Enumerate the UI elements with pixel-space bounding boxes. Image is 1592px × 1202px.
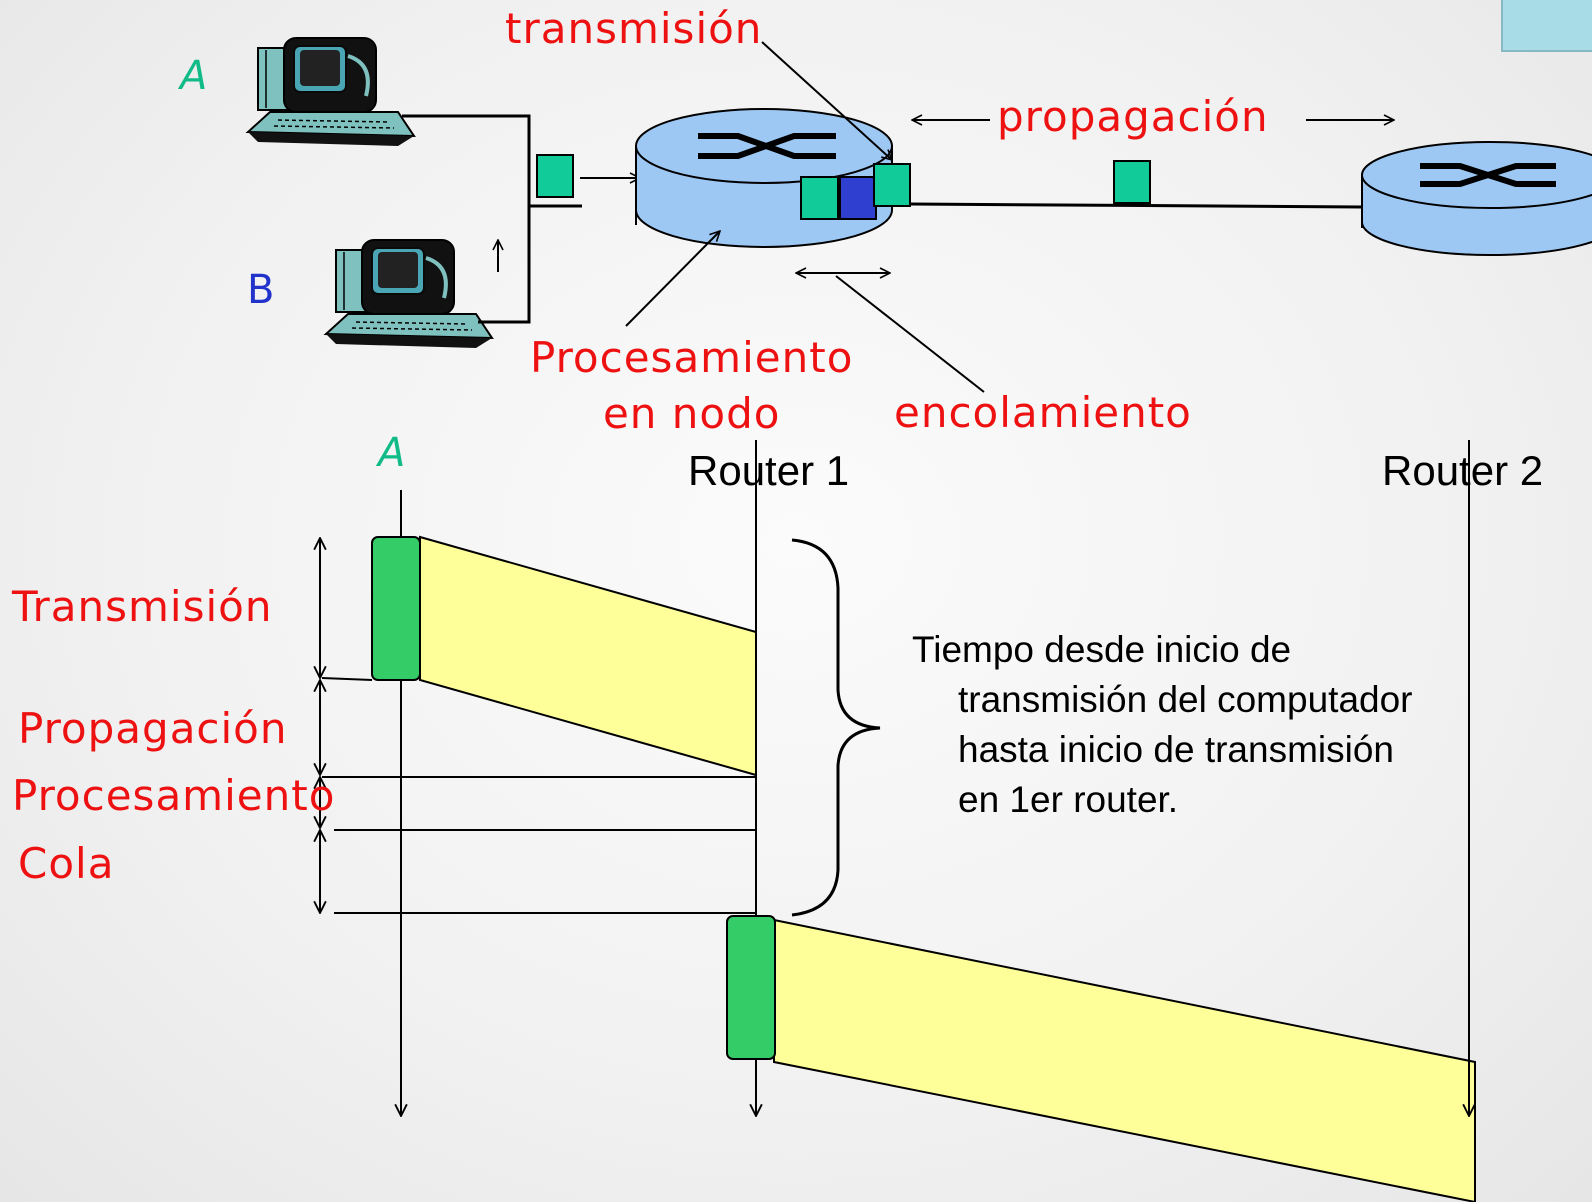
phase-markers (321, 677, 756, 914)
computer-icon (323, 239, 494, 348)
delay-note-line1: Tiempo desde inicio de (912, 629, 1292, 670)
label-transmision: transmisión (505, 4, 763, 53)
phase-cola: Cola (18, 839, 115, 888)
host-a-label: A (180, 53, 208, 99)
packet-icon (800, 176, 839, 220)
pointer-procesamiento (625, 231, 720, 327)
delay-note-line3: hasta inicio de transmisión (958, 729, 1394, 770)
label-procesamiento-line1: Procesamiento (530, 333, 854, 382)
curly-brace (791, 538, 881, 917)
lan-links (402, 114, 582, 324)
packet-transmission-r1 (726, 915, 776, 1060)
packet-icon (839, 176, 877, 220)
pointer-encolamiento (835, 275, 985, 393)
router-icon (1361, 141, 1592, 256)
packet-icon (873, 163, 911, 207)
host-b-label: B (247, 267, 275, 313)
router-icon (635, 108, 893, 248)
timeline-col-a: A (378, 430, 406, 476)
timeline-router1: Router 1 (688, 447, 850, 494)
packet-icon (1113, 160, 1151, 204)
label-procesamiento: Procesamiento en nodo (530, 330, 853, 442)
link-r1-r2 (909, 202, 1363, 209)
pointer-transmision (761, 41, 892, 160)
corner-box (1501, 0, 1592, 52)
label-propagacion: propagación (997, 92, 1269, 141)
label-encolamiento: encolamiento (894, 388, 1192, 437)
phase-transmision: Transmisión (12, 582, 273, 631)
phase-procesamiento: Procesamiento (12, 771, 336, 820)
packet-transmission-a (371, 536, 421, 681)
transmission-band-a (419, 535, 757, 777)
phase-propagacion: Propagación (18, 704, 288, 753)
computer-icon (245, 37, 416, 146)
delay-note: Tiempo desde inicio de transmisión del c… (912, 625, 1413, 825)
delay-note-line2: transmisión del computador (958, 679, 1413, 720)
transmission-band-r1 (773, 918, 1476, 1202)
timeline-router2: Router 2 (1382, 447, 1544, 494)
label-procesamiento-line2: en nodo (602, 389, 781, 438)
packet-icon (536, 154, 574, 198)
delay-note-line4: en 1er router. (958, 779, 1179, 820)
